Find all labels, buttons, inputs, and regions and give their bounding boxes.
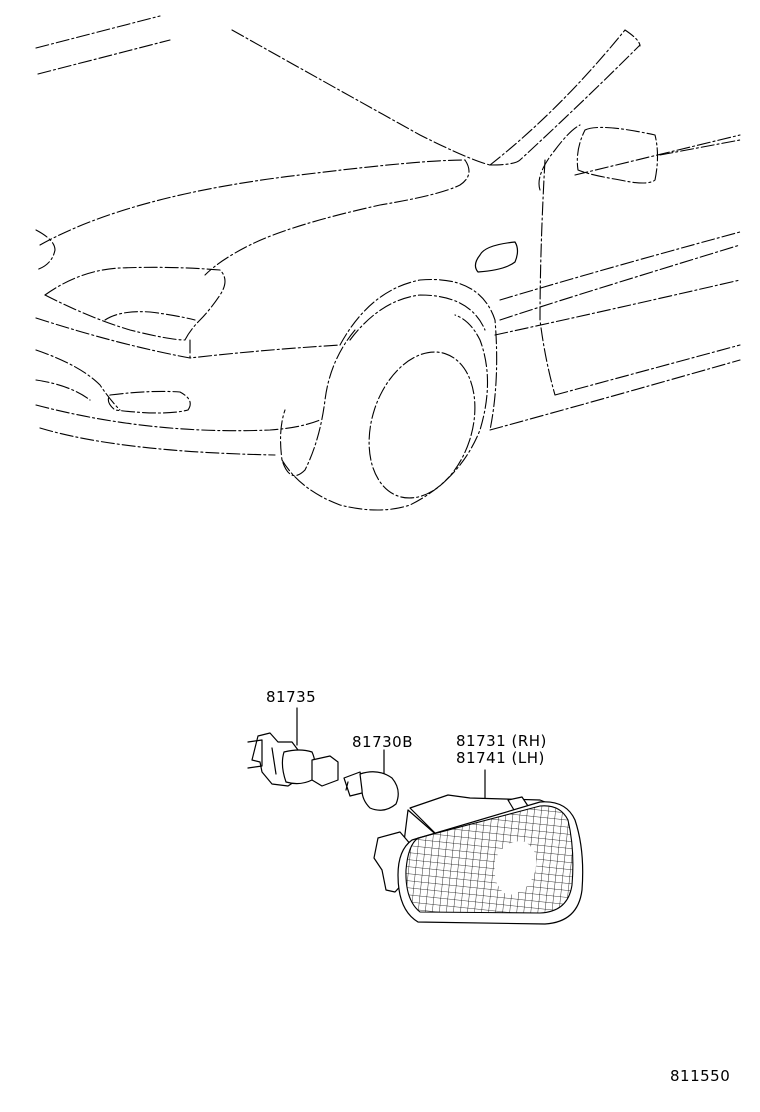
- figure-number: 811550: [670, 1067, 731, 1085]
- part-label-81735: 81735: [266, 688, 317, 706]
- bumper-curve-2: [35, 379, 91, 401]
- windshield-edge: [489, 44, 641, 166]
- window-line-2: [659, 139, 741, 156]
- bulb-81730b: [343, 749, 399, 811]
- bumper-lower: [35, 404, 321, 432]
- wheel-arch-outer: [339, 278, 498, 431]
- part-label-81741-lh: 81741 (LH): [456, 749, 545, 767]
- side-mirror: [576, 126, 659, 184]
- fog-lamp: [107, 390, 191, 414]
- bulb-contact: [345, 781, 349, 791]
- headlight-inner: [104, 311, 196, 321]
- hood-stroke-1: [35, 15, 161, 49]
- headlight-upper: [44, 266, 226, 341]
- part-label-81731-rh: 81731 (RH): [456, 732, 547, 750]
- fender-top: [204, 159, 470, 276]
- socket-terminal: [247, 739, 263, 769]
- hood-line: [231, 29, 491, 166]
- wheel-rim: [368, 351, 476, 499]
- socket-head: [311, 755, 339, 787]
- lamp-lens-center: [494, 841, 537, 895]
- door-top-edge: [538, 124, 581, 191]
- rocker-line: [489, 359, 741, 431]
- side-upper-line: [499, 231, 741, 301]
- socket-ridge: [271, 747, 277, 775]
- socket-81735: [247, 707, 339, 787]
- vehicle-outline: [35, 15, 741, 511]
- a-pillar: [489, 29, 641, 166]
- side-mid-line: [494, 279, 741, 336]
- bumper-curve-1: [35, 349, 121, 411]
- side-marker-lamp: [373, 769, 584, 925]
- hood-front-edge: [39, 159, 466, 246]
- door-bottom-edge: [554, 344, 741, 396]
- tire-front-face: [279, 329, 356, 477]
- tire-outline: [281, 314, 489, 511]
- side-character-line: [499, 244, 741, 321]
- socket-collar: [281, 749, 316, 785]
- headlight-lower: [44, 294, 186, 341]
- bumper-bottom: [39, 427, 276, 456]
- part-label-81730b: 81730B: [352, 733, 414, 751]
- hood-stroke-2: [37, 39, 171, 75]
- bumper-top: [35, 317, 341, 359]
- side-marker-location: [474, 241, 519, 273]
- bulb-glass: [359, 771, 399, 811]
- lamp-lens-texture: [405, 805, 574, 914]
- wheel-arch-inner: [349, 294, 486, 341]
- nose-left: [35, 229, 56, 271]
- door-edge: [539, 159, 556, 396]
